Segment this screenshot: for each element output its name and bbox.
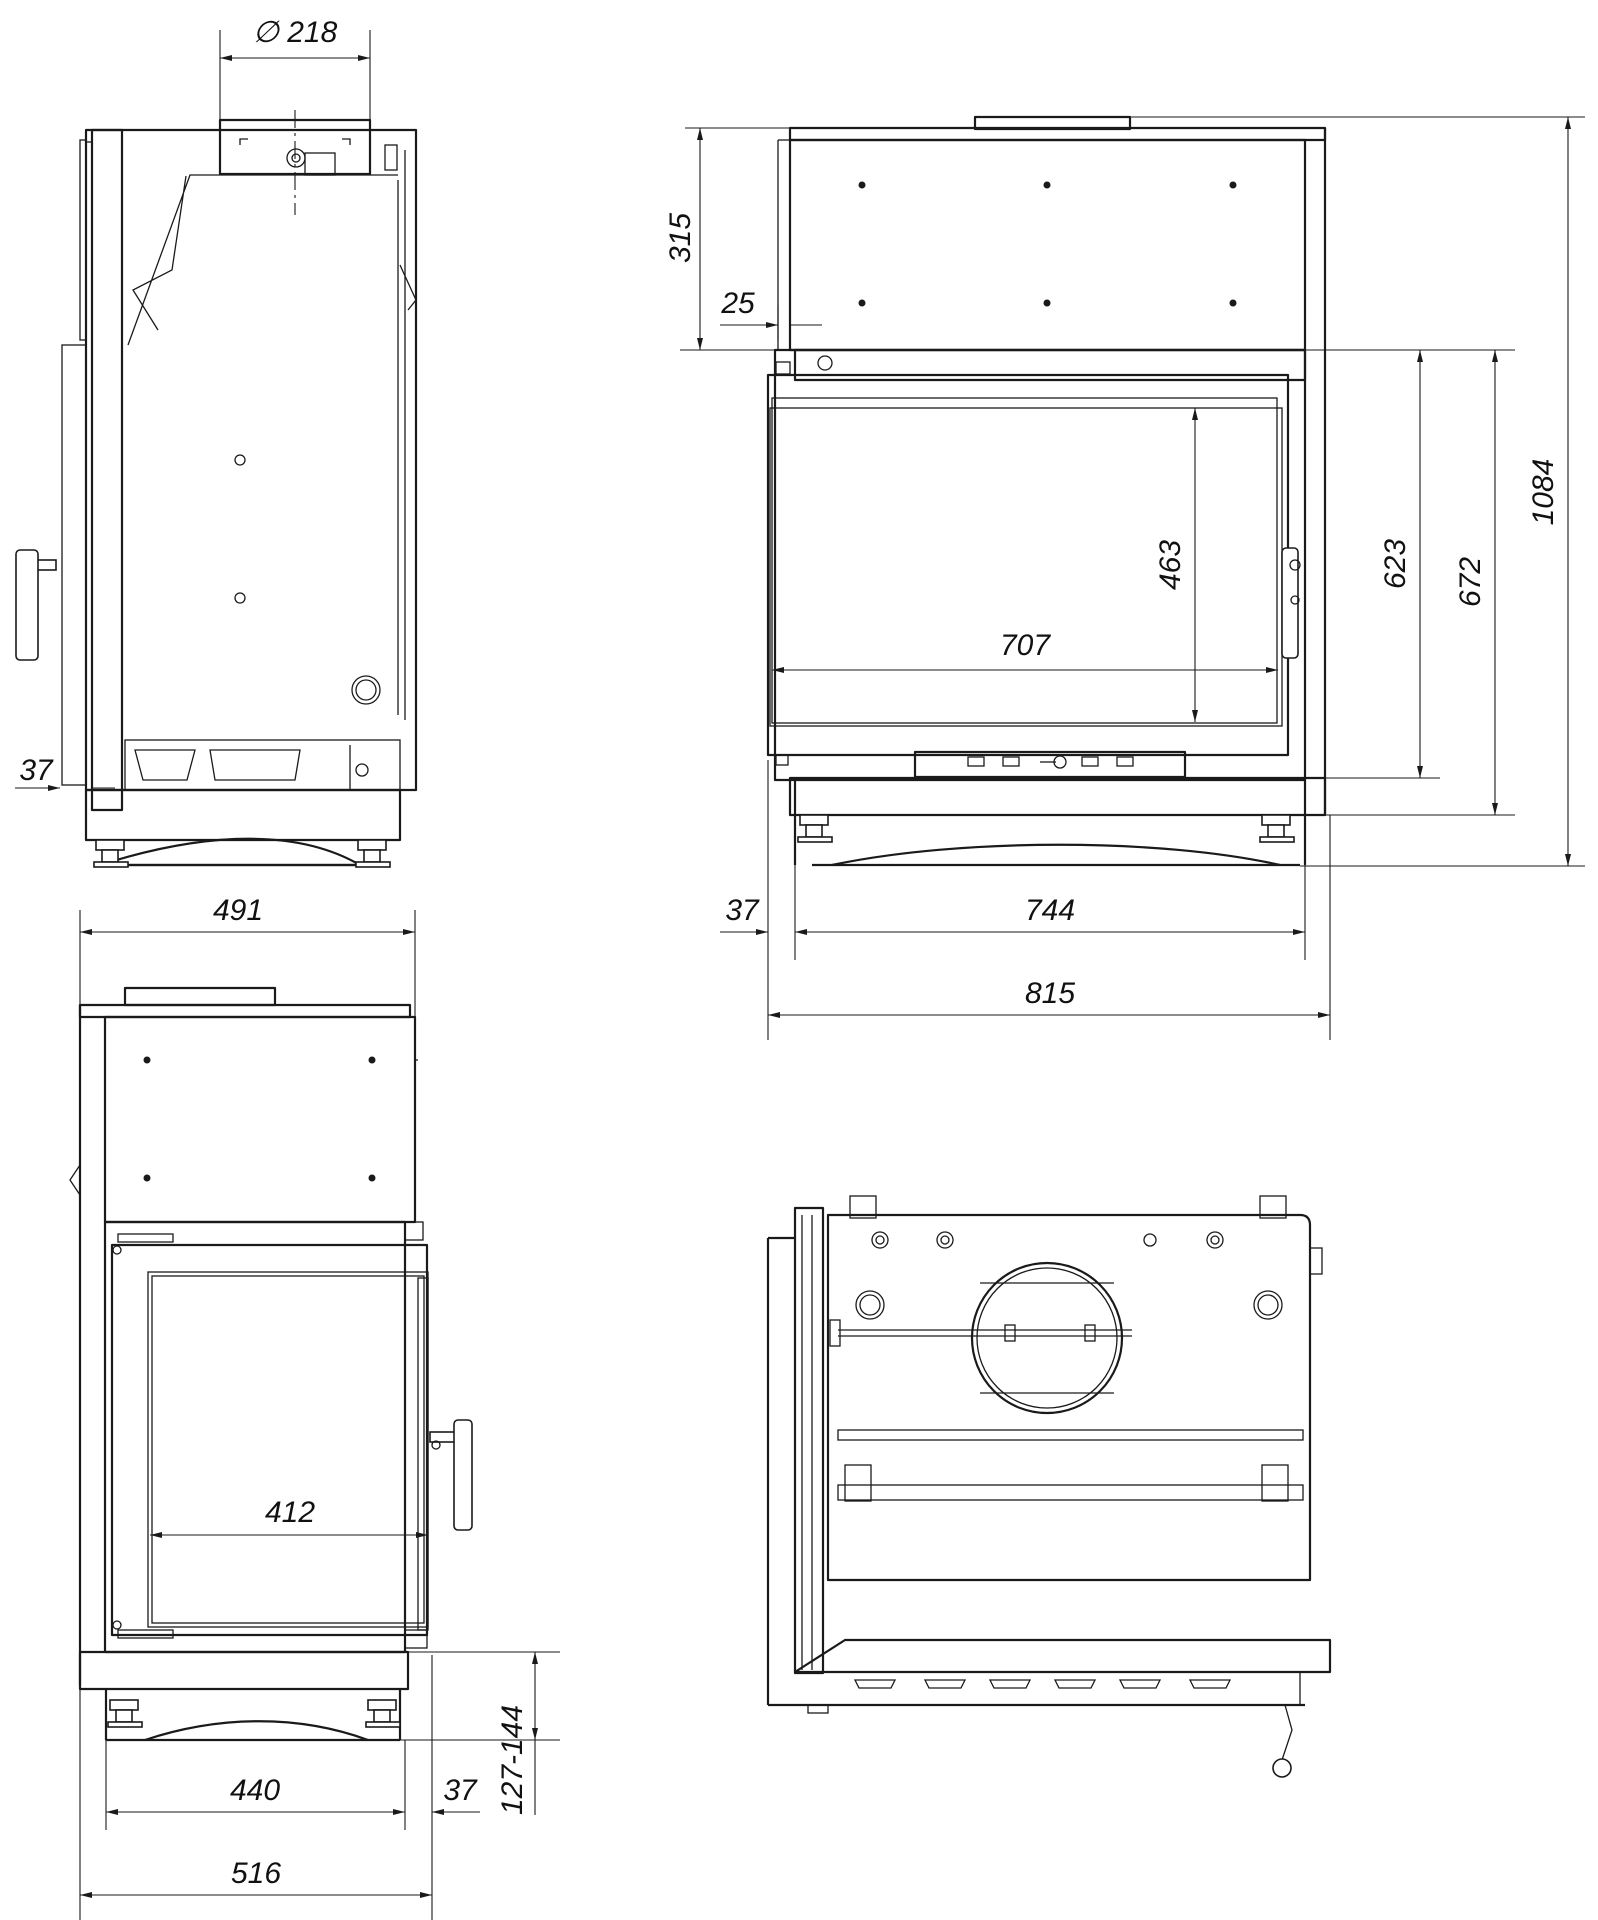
dim-glass-width: 707 <box>1000 629 1051 662</box>
air-control-knob-icon <box>1053 755 1067 769</box>
dim-front-total-width: 815 <box>1025 977 1075 1010</box>
side-base <box>84 788 402 842</box>
top-bolt-icon <box>936 1231 954 1249</box>
side-glass-flue-top <box>123 986 277 1007</box>
dim-door-height: 623 <box>1379 539 1412 589</box>
side-glass-handle-icon <box>453 1419 473 1531</box>
front-view <box>766 115 1327 867</box>
dim-side-depth-offset: 37 <box>19 754 54 787</box>
side-view <box>15 110 418 868</box>
side-glass-door-frame <box>103 1220 407 1654</box>
side-leveling-foot-left <box>93 839 129 868</box>
top-view <box>766 1195 1332 1778</box>
top-flue-outlet-icon <box>970 1261 1124 1415</box>
front-latch-icon <box>817 355 833 371</box>
top-port-icon <box>1253 1290 1283 1320</box>
dim-front-side-inset: 25 <box>720 287 755 320</box>
side-hole-icon <box>234 454 246 466</box>
front-door <box>766 373 1290 757</box>
dim-front-body-width: 744 <box>1025 894 1075 927</box>
side-glass-top-panel <box>103 1015 417 1224</box>
flue-clip <box>304 152 336 176</box>
side-base-arch <box>98 837 362 867</box>
flue-bolt-icon <box>286 148 306 168</box>
front-view-dimensions: 315 25 463 707 623 672 1084 37 <box>664 116 1585 1040</box>
top-air-lever <box>1281 1704 1293 1761</box>
side-glass-base <box>78 1650 410 1691</box>
top-body <box>826 1213 1312 1582</box>
side-leveling-foot-right <box>355 839 391 868</box>
side-body <box>84 128 418 792</box>
dim-side-base-width: 440 <box>230 1774 280 1807</box>
front-leveling-foot-left <box>797 814 833 843</box>
dim-side-glass-width: 412 <box>265 1496 315 1529</box>
side-glass-leveling-foot-left <box>107 1699 143 1728</box>
top-bolt-icon <box>1206 1231 1224 1249</box>
top-air-lever-knob-icon <box>1272 1758 1292 1778</box>
front-base-arch <box>831 843 1281 867</box>
side-view-dimensions: ∅ 218 37 <box>15 16 371 791</box>
dim-front-left-offset: 37 <box>725 894 760 927</box>
dim-front-top-height: 315 <box>664 213 697 263</box>
side-valve-icon <box>351 675 381 705</box>
front-top-panel <box>788 138 1307 352</box>
side-hole-icon <box>234 592 246 604</box>
side-glass-leveling-foot-right <box>365 1699 401 1728</box>
top-front-panel <box>793 1206 825 1675</box>
top-bolt-icon <box>871 1231 889 1249</box>
dim-side-total-width: 516 <box>231 1857 281 1890</box>
dim-body-height: 672 <box>1454 557 1487 607</box>
front-base <box>788 776 1327 817</box>
dim-leg-height-range: 127-144 <box>496 1705 529 1815</box>
front-door-frame <box>773 348 1307 782</box>
dim-flue-diameter: ∅ 218 <box>253 16 338 49</box>
side-baffle <box>127 174 398 346</box>
dim-glass-height: 463 <box>1154 540 1187 590</box>
top-port-icon <box>855 1290 885 1320</box>
front-leveling-foot-right <box>1259 814 1295 843</box>
dim-total-height: 1084 <box>1527 459 1560 526</box>
side-glass-door <box>110 1243 429 1637</box>
side-glass-pane <box>147 1271 429 1628</box>
side-handle-icon <box>15 549 39 661</box>
dim-side-top-width: 491 <box>213 894 263 927</box>
front-glass <box>771 397 1278 724</box>
dim-side-right-offset: 37 <box>443 1774 478 1807</box>
side-glass-view-dimensions: 491 412 440 37 127-144 516 <box>79 894 560 1920</box>
side-glass-view <box>69 986 473 1742</box>
side-front-panel <box>90 128 124 812</box>
top-grate <box>793 1638 1332 1674</box>
side-glass-base-arch <box>144 1720 369 1742</box>
